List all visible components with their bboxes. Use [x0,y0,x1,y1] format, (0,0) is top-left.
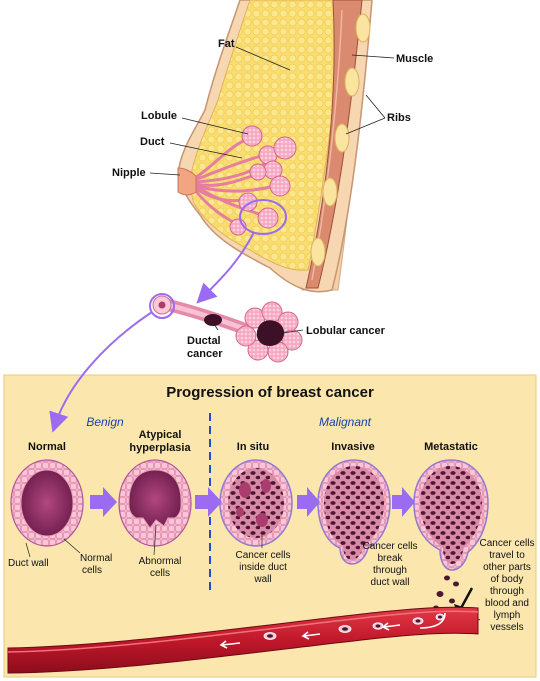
note-metastatic-1: Cancer cells [479,538,534,549]
label-lobular-cancer: Lobular cancer [306,325,386,337]
note-abnormal-cells-1: Abnormal [139,556,182,567]
label-ductal-cancer-2: cancer [187,348,223,360]
label-lobule: Lobule [141,110,177,122]
note-in-situ-1: Cancer cells [235,550,290,561]
duct-normal [10,459,84,547]
note-invasive-4: duct wall [371,577,410,588]
duct-metastatic [413,459,489,611]
magnify-circle [239,199,287,235]
note-invasive-1: Cancer cells [362,541,417,552]
stage-metastatic: Metastatic [424,441,478,453]
note-metastatic-7: lymph [494,610,521,621]
blood-vessel [7,606,479,674]
label-benign: Benign [86,415,124,429]
note-metastatic-6: blood and [485,598,529,609]
note-metastatic-4: of body [491,574,524,585]
duct-invasive [317,459,391,565]
duct-atypical [118,459,192,547]
note-metastatic-2: travel to [489,550,525,561]
stage-normal: Normal [28,441,66,453]
duct-in-situ [219,459,293,547]
note-abnormal-cells-2: cells [150,568,170,579]
stage-atypical-1: Atypical [139,429,182,441]
note-duct-wall: Duct wall [8,558,49,569]
lobular-cancer-clump [256,320,285,346]
note-in-situ-3: wall [253,574,271,585]
stage-invasive: Invasive [331,441,374,453]
panel-title: Progression of breast cancer [166,384,374,401]
stage-in-situ: In situ [237,441,269,453]
note-invasive-3: through [373,565,407,576]
note-metastatic-5: through [490,586,524,597]
label-muscle: Muscle [396,53,433,65]
duct-lobule-detail [149,293,303,363]
note-invasive-2: break [377,553,403,564]
label-nipple: Nipple [112,167,146,179]
note-metastatic: Cancer cells travel to other parts of bo… [479,538,534,633]
note-normal-cells-2: cells [82,565,102,576]
label-duct: Duct [140,136,165,148]
stage-arrows [90,487,415,517]
breast-anatomy [177,0,373,293]
label-ribs: Ribs [387,112,411,124]
label-ductal-cancer-1: Ductal [187,335,221,347]
note-metastatic-3: other parts [483,562,531,573]
note-in-situ-2: inside duct [239,562,287,573]
lobules [229,125,297,236]
label-malignant: Malignant [319,415,372,429]
ribs [310,13,371,267]
note-normal-cells-1: Normal [80,553,112,564]
stage-atypical-2: hyperplasia [129,442,191,454]
nipple [177,167,197,196]
note-metastatic-8: vessels [490,622,523,633]
ductal-cancer-clump [204,314,222,326]
label-fat: Fat [218,38,235,50]
